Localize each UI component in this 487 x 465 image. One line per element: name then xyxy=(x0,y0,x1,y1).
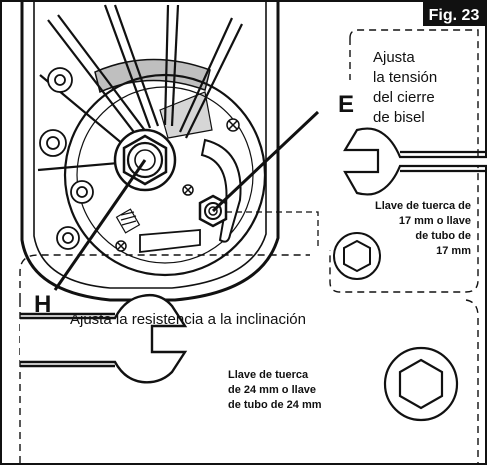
socket-17-icon xyxy=(333,232,381,280)
wrench24-line-3: de tubo de 24 mm xyxy=(228,399,322,411)
callout-box-h-top xyxy=(19,254,310,300)
wrench17-line-3: de tubo de xyxy=(415,230,471,242)
bevel-line-2: la tensión xyxy=(373,69,437,86)
bevel-line-1: Ajusta xyxy=(373,49,415,66)
side-bolts xyxy=(39,67,94,250)
cross-screws xyxy=(115,118,240,252)
lower-slot xyxy=(139,229,201,254)
shaded-bracket xyxy=(159,91,213,139)
figure-badge xyxy=(423,2,486,26)
callout-dash xyxy=(226,211,319,250)
figure-label: Fig. 23 xyxy=(429,7,480,24)
callout-box-h-right xyxy=(465,299,479,464)
bevel-line-3: del cierre xyxy=(373,89,435,106)
socket-24-icon xyxy=(383,346,459,422)
leader-e xyxy=(211,110,320,213)
hatched-bolt xyxy=(115,208,141,234)
label-h: H xyxy=(34,291,51,318)
leader-h xyxy=(53,159,147,291)
wrench-17-icon xyxy=(343,127,487,196)
wrench24-line-1: Llave de tuerca xyxy=(228,369,309,381)
wrench24-line-2: de 24 mm o llave xyxy=(228,384,316,396)
bevel-line-4: de bisel xyxy=(373,109,425,126)
wrench-24-icon xyxy=(20,293,188,384)
bevel-slot xyxy=(200,138,242,243)
wrench17-line-1: Llave de tuerca de xyxy=(375,200,471,212)
wrench17-line-4: 17 mm xyxy=(436,245,471,257)
label-e: E xyxy=(338,91,354,118)
wrench17-line-2: 17 mm o llave xyxy=(399,215,471,227)
housing-inner-outline xyxy=(33,2,267,289)
tilt-caption: Ajusta la resistencia a la inclinación xyxy=(70,311,306,328)
struts xyxy=(37,4,243,172)
pivot-plate xyxy=(63,73,267,277)
